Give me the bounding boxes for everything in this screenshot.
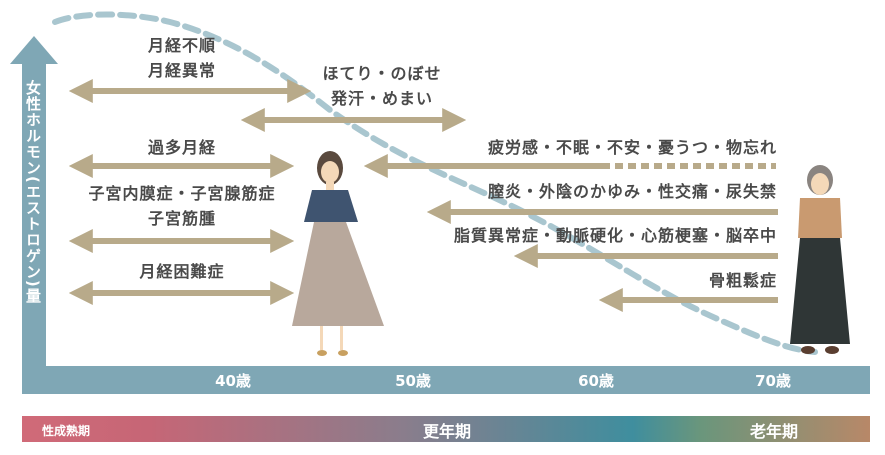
symptom-hot-flash: ほてり・のぼせ 発汗・めまい [322, 64, 441, 109]
y-axis-label: 女性ホルモン(エストロゲン)量 [24, 80, 42, 304]
woman-figure-middle-age [292, 151, 384, 356]
phase-senescence: 老年期 [750, 422, 799, 441]
symptom-dysmenorrhea: 月経困難症 [139, 262, 225, 281]
x-axis-band [22, 366, 870, 394]
symptom-line: 月経不順 [147, 36, 217, 55]
symptom-line: 子宮内膜症・子宮腺筋症 [88, 184, 276, 203]
y-axis [10, 36, 58, 394]
estrogen-curve [52, 11, 818, 355]
symptom-line: ほてり・のぼせ [322, 64, 442, 83]
symptom-line: 子宮筋腫 [147, 209, 217, 228]
symptom-line: 月経異常 [147, 61, 217, 80]
symptom-osteoporosis: 骨粗鬆症 [708, 271, 777, 290]
symptom-heavy-menstruation: 過多月経 [147, 138, 217, 157]
x-tick-60: 60歳 [578, 372, 614, 390]
phase-bar [22, 416, 870, 442]
symptom-fatigue: 疲労感・不眠・不安・憂うつ・物忘れ [487, 138, 777, 157]
symptom-menstrual: 月経不順 月経異常 [148, 36, 216, 81]
x-tick-50: 50歳 [395, 372, 431, 390]
woman-figure-elderly [790, 165, 850, 354]
symptom-line: 発汗・めまい [330, 89, 434, 108]
x-tick-70: 70歳 [755, 372, 791, 390]
symptom-vaginitis: 膣炎・外陰のかゆみ・性交痛・尿失禁 [487, 182, 777, 201]
x-tick-40: 40歳 [215, 372, 251, 390]
phase-menopause: 更年期 [423, 422, 472, 441]
symptom-dyslipidemia: 脂質異常症・動脈硬化・心筋梗塞・脳卒中 [453, 226, 777, 245]
phase-sexual-maturity: 性成熟期 [42, 424, 91, 438]
symptom-endometriosis: 子宮内膜症・子宮腺筋症 子宮筋腫 [88, 184, 275, 229]
